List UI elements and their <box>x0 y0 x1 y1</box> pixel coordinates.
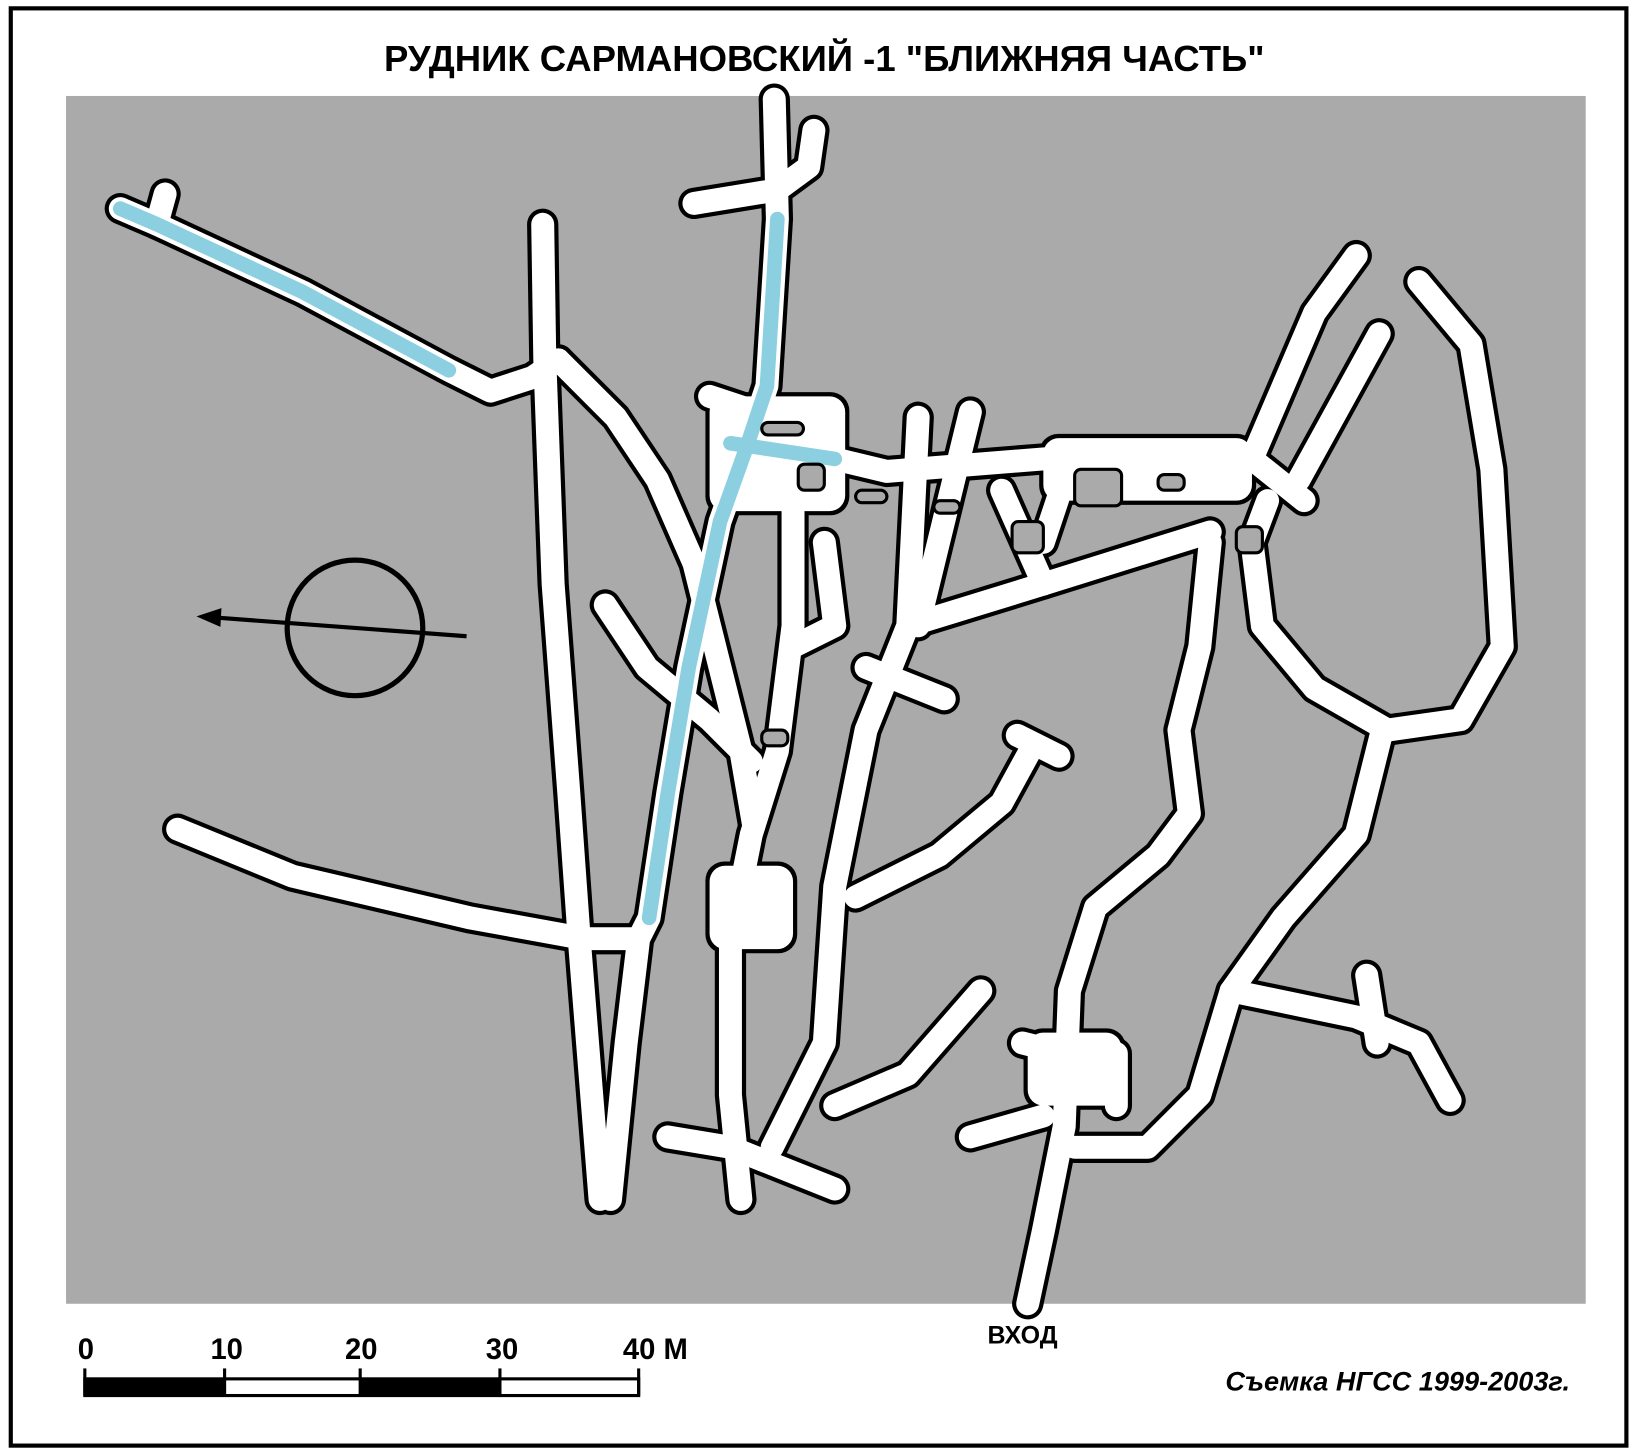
rock-pillar <box>854 488 889 505</box>
survey-credit: Съемка НГСС 1999-2003г. <box>1225 1365 1570 1396</box>
rock-pillar <box>1073 467 1124 508</box>
rock-pillars <box>760 420 1264 748</box>
water-passage <box>723 435 843 467</box>
passage <box>1355 963 1389 1055</box>
rock-pillar <box>1156 473 1186 492</box>
passage <box>823 979 993 1118</box>
water-passage <box>641 211 785 926</box>
rock-pillar <box>760 420 806 437</box>
rock-pillar <box>932 499 962 515</box>
scale-label-20: 20 <box>345 1334 377 1366</box>
water-areas <box>112 201 843 926</box>
rock-pillar <box>796 462 826 492</box>
scale-label-0: 0 <box>78 1334 94 1366</box>
passage <box>1016 530 1222 1316</box>
chamber <box>709 865 794 950</box>
map-title: РУДНИК САРМАНОВСКИЙ -1 "БЛИЖНЯЯ ЧАСТЬ" <box>384 37 1265 79</box>
passage <box>854 656 956 711</box>
rock-pillar <box>760 728 790 748</box>
passage <box>760 405 930 1159</box>
passage <box>682 118 826 215</box>
entrance-label: ВХОД <box>987 1321 1057 1349</box>
passage <box>531 212 612 1211</box>
passage <box>906 400 982 638</box>
scale-label-30: 30 <box>486 1334 518 1366</box>
north-arrow-icon <box>196 557 467 699</box>
passage <box>1240 244 1368 471</box>
passage <box>844 734 1045 909</box>
water-passage <box>112 201 457 378</box>
passage <box>166 817 651 951</box>
passage <box>781 530 847 659</box>
rock-pillar <box>1234 525 1264 555</box>
passage <box>656 1125 847 1201</box>
scale-label-10: 10 <box>210 1334 242 1366</box>
scale-bar: 0 10 20 30 40 М <box>78 1334 688 1398</box>
passage <box>1240 270 1514 742</box>
scale-label-40: 40 М <box>623 1334 688 1366</box>
rock-pillar <box>1010 519 1045 555</box>
passage <box>1219 979 1462 1112</box>
passage <box>958 1104 1055 1149</box>
passage <box>1287 322 1391 492</box>
chamber <box>1027 1032 1122 1106</box>
passage <box>718 478 805 1211</box>
